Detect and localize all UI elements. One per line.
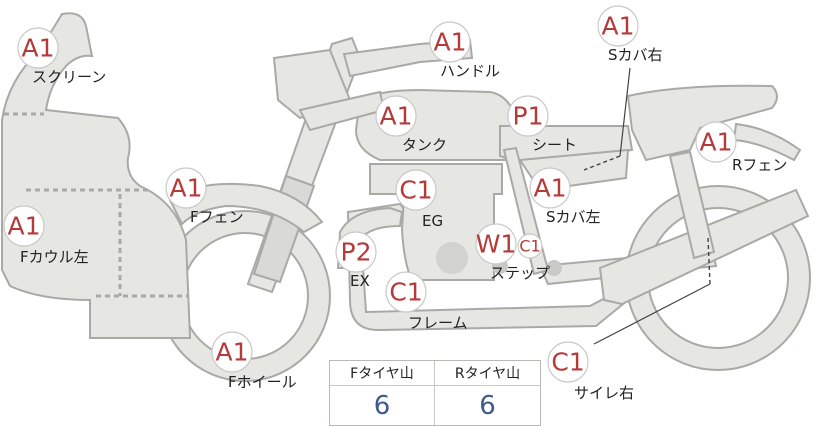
part-label: フレーム bbox=[408, 314, 468, 332]
part-code: A1 bbox=[433, 28, 466, 57]
rear-fender-shape bbox=[732, 122, 802, 162]
part-code: A1 bbox=[169, 174, 202, 203]
part-label: Sカバ右 bbox=[608, 46, 663, 64]
front-fender-shape bbox=[168, 182, 324, 234]
part-code: A1 bbox=[215, 338, 248, 367]
part-code: A1 bbox=[7, 212, 40, 241]
part-label: ハンドル bbox=[440, 62, 500, 80]
part-label: シート bbox=[532, 136, 577, 154]
part-screen[interactable]: A1 スクリーン bbox=[17, 27, 106, 86]
part-s-cover-right[interactable]: A1 Sカバ右 bbox=[597, 5, 663, 64]
part-code: A1 bbox=[699, 128, 732, 157]
part-code: W1 bbox=[476, 230, 517, 259]
part-engine[interactable]: C1 EG bbox=[395, 169, 443, 230]
part-frame[interactable]: C1 フレーム bbox=[385, 271, 468, 332]
part-seat[interactable]: P1 シート bbox=[507, 95, 577, 154]
part-code: A1 bbox=[379, 102, 412, 131]
rear-tread-value: 6 bbox=[479, 390, 496, 421]
part-label: ステップ bbox=[490, 264, 550, 282]
front-tread-header: Fタイヤ山 bbox=[330, 361, 435, 386]
front-tread-value: 6 bbox=[330, 386, 435, 425]
part-code-secondary: C1 bbox=[519, 237, 540, 256]
leader-s-cover-right bbox=[619, 67, 631, 157]
part-code: A1 bbox=[21, 34, 54, 63]
part-s-cover-left[interactable]: A1 Sカバ左 bbox=[529, 167, 601, 226]
part-code: C1 bbox=[551, 348, 584, 377]
part-exhaust[interactable]: P2 EX bbox=[335, 231, 377, 290]
tail-cowl-shape bbox=[626, 84, 778, 162]
part-label: EX bbox=[350, 272, 370, 290]
part-code: A1 bbox=[601, 12, 634, 41]
part-label: サイレ右 bbox=[574, 384, 634, 402]
part-f-fender[interactable]: A1 Fフェン bbox=[165, 167, 244, 226]
part-label: Fホイール bbox=[228, 373, 297, 391]
part-label: スクリーン bbox=[32, 68, 106, 86]
rear-shock-shape bbox=[668, 150, 716, 260]
part-tank[interactable]: A1 タンク bbox=[375, 95, 447, 154]
part-code: P2 bbox=[341, 238, 372, 267]
rear-tread-header: Rタイヤ山 bbox=[435, 361, 540, 386]
part-r-fender[interactable]: A1 Rフェン bbox=[695, 121, 787, 174]
part-handle[interactable]: A1 ハンドル bbox=[429, 21, 500, 80]
part-f-cowl-left[interactable]: A1 Fカウル左 bbox=[3, 205, 89, 266]
part-label: タンク bbox=[402, 136, 447, 154]
part-label: EG bbox=[422, 212, 443, 230]
part-label: Fカウル左 bbox=[20, 248, 89, 266]
part-step[interactable]: W1 C1 ステップ bbox=[475, 223, 550, 282]
part-label: Rフェン bbox=[732, 156, 787, 174]
part-f-wheel[interactable]: A1 Fホイール bbox=[211, 331, 297, 391]
leader-silencer-dash bbox=[707, 237, 711, 285]
tire-tread-table: Fタイヤ山 Rタイヤ山 6 6 bbox=[329, 360, 541, 426]
part-code: P1 bbox=[513, 102, 544, 131]
part-silencer-right[interactable]: C1 サイレ右 bbox=[547, 341, 634, 402]
part-code: C1 bbox=[399, 176, 432, 205]
part-code: C1 bbox=[389, 278, 422, 307]
screen-cowl-shape bbox=[1, 12, 192, 339]
part-label: Fフェン bbox=[190, 208, 244, 226]
leader-silencer bbox=[593, 283, 711, 345]
part-label: Sカバ左 bbox=[546, 208, 601, 226]
part-code: A1 bbox=[533, 174, 566, 203]
